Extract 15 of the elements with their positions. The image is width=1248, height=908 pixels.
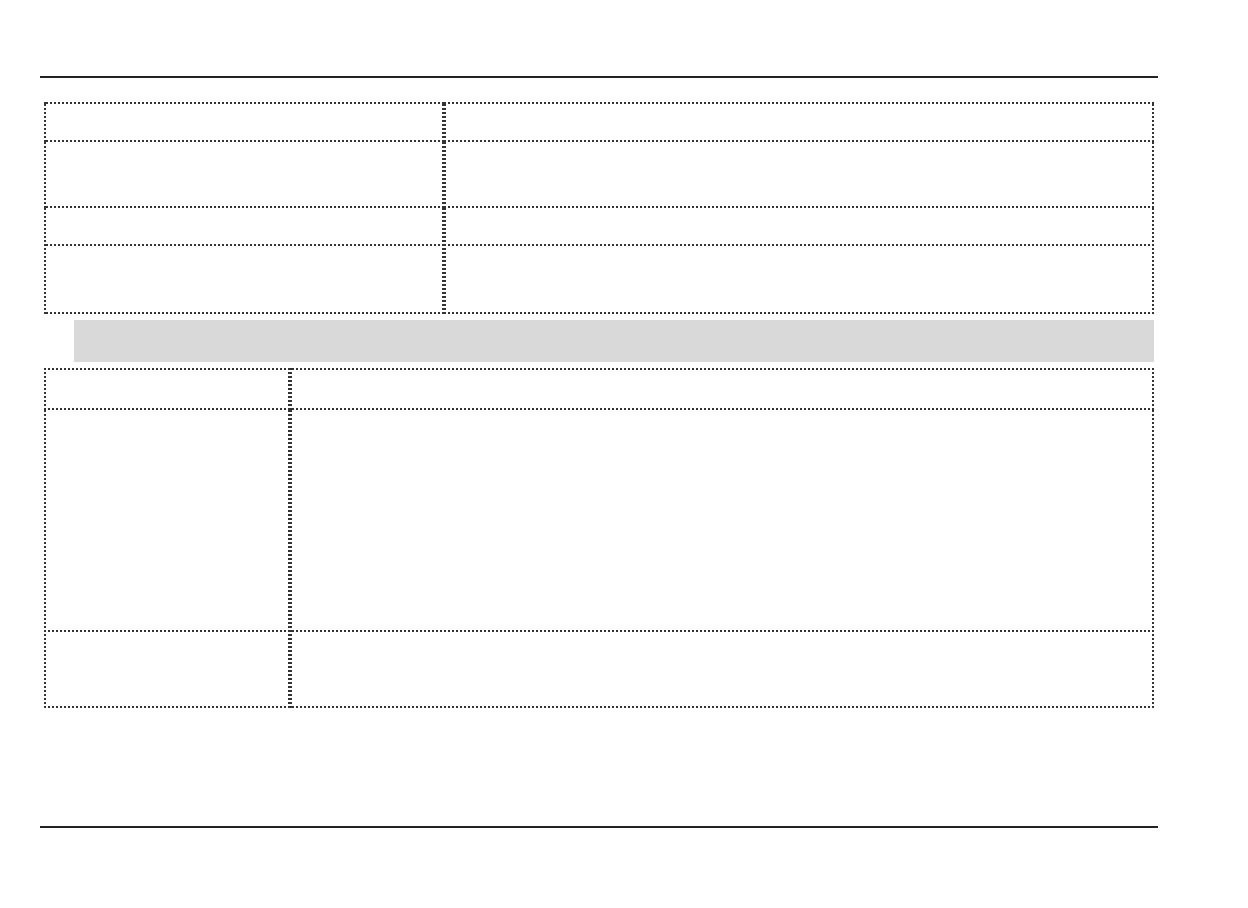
table-cell-frame xyxy=(44,206,444,246)
table-cell-frame xyxy=(444,102,1154,142)
table-cell-frame xyxy=(44,408,290,632)
table-cell-frame xyxy=(444,244,1154,314)
table-cell-frame xyxy=(290,368,1154,410)
table-cell-frame xyxy=(44,630,290,708)
shaded-band xyxy=(74,320,1154,362)
table-cell-frame xyxy=(44,368,290,410)
table-cell-frame xyxy=(44,244,444,314)
table-cell-frame xyxy=(44,140,444,208)
table-cell-frame xyxy=(290,630,1154,708)
table-cell-frame xyxy=(44,102,444,142)
table-cell-frame xyxy=(290,408,1154,632)
table-cell-frame xyxy=(444,140,1154,208)
table-cell-frame xyxy=(444,206,1154,246)
